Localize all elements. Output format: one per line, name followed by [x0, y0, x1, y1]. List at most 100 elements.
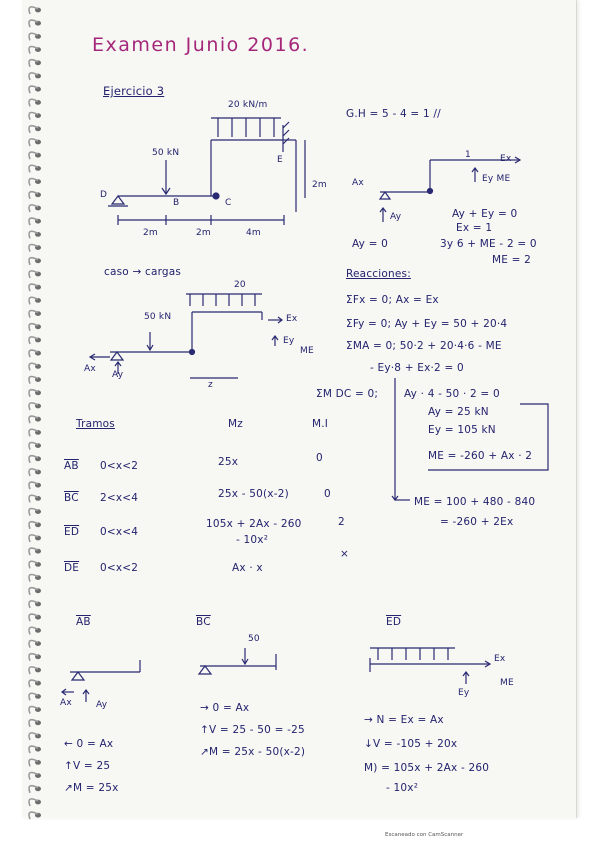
dist-load-label: 20 kN/m — [228, 100, 268, 110]
binding-ring — [28, 6, 39, 15]
fbd-big-dim: z — [208, 380, 213, 390]
reaction-line-6: Ay · 4 - 50 · 2 = 0 — [404, 388, 500, 400]
binding-ring — [28, 138, 39, 147]
reactions-heading: Reacciones: — [346, 268, 411, 280]
binding-ring — [28, 124, 39, 134]
row-name: BC — [64, 492, 79, 504]
span1-label: 2m — [143, 228, 158, 238]
row-range: 2<x<4 — [100, 492, 139, 504]
binding-ring — [28, 718, 39, 728]
section-ab-ay: Ay — [96, 700, 108, 710]
table-header-m: Mz — [228, 418, 243, 430]
binding-ring — [28, 204, 39, 213]
binding-ring — [28, 72, 39, 81]
row-range: 0<x<2 — [100, 562, 139, 574]
binding-ring — [28, 639, 39, 648]
binding-ring — [28, 534, 39, 543]
binding-ring — [28, 256, 39, 266]
section-bc-line-1: → 0 = Ax — [200, 702, 250, 714]
exercise-heading: Ejercicio 3 — [103, 84, 165, 98]
binding-ring — [28, 230, 39, 239]
section-bc-title: BC — [196, 616, 211, 628]
fbd-big-ey: Ey — [283, 336, 295, 346]
fbd-small-eq1: Ay + Ey = 0 — [452, 208, 518, 220]
reaction-line-10: ME = 100 + 480 - 840 — [414, 496, 536, 508]
point-load-label: 50 kN — [152, 148, 180, 158]
page-title: Examen Junio 2016. — [92, 34, 310, 56]
scanner-watermark: Escaneado con CamScanner — [385, 832, 464, 838]
row-m: 25x - 50(x-2) — [218, 488, 289, 500]
binding-ring — [28, 494, 39, 503]
binding-ring — [28, 349, 39, 358]
fbd-big-ax: Ax — [84, 364, 96, 374]
node-c-label: C — [225, 198, 232, 208]
binding-ring — [28, 692, 39, 701]
section-ed-title: ED — [386, 616, 402, 628]
binding-ring — [28, 507, 39, 516]
binding-ring — [28, 296, 39, 305]
spiral-binding — [28, 6, 41, 820]
binding-ring — [28, 177, 39, 186]
row-name: DE — [64, 562, 80, 574]
section-bc-line-2: ↑V = 25 - 50 = -25 — [200, 724, 305, 736]
binding-ring — [28, 388, 39, 398]
reaction-line-11: = -260 + 2Ex — [440, 516, 514, 528]
binding-ring — [28, 217, 39, 226]
binding-ring — [28, 270, 39, 279]
fbd-small-ay: Ay — [390, 212, 402, 222]
binding-ring — [28, 811, 39, 820]
notebook-page — [22, 0, 577, 818]
row-m: 25x — [218, 456, 239, 468]
binding-ring — [28, 375, 39, 384]
binding-ring — [28, 613, 39, 622]
binding-ring — [28, 441, 39, 450]
reaction-line-7: Ay = 25 kN — [428, 406, 489, 418]
fbd-small-eq5: ME = 2 — [492, 254, 532, 266]
fbd-small-ax: Ax — [352, 178, 364, 188]
row-mbar: × — [340, 548, 349, 560]
node-d-label: D — [100, 190, 108, 200]
fbd-big-load: 20 — [234, 280, 246, 290]
binding-ring — [28, 798, 39, 807]
binding-ring — [28, 309, 39, 318]
fbd-small-eq3: Ay = 0 — [352, 238, 389, 250]
binding-ring — [28, 111, 39, 120]
binding-ring — [28, 283, 39, 292]
section-ab-line-2: ↑V = 25 — [64, 760, 111, 772]
row-mbar: 0 — [324, 488, 331, 500]
section-ed-me: ME — [500, 678, 514, 688]
reaction-line-2: ΣFy = 0; Ay + Ey = 50 + 20·4 — [346, 318, 508, 330]
span3-label: 4m — [246, 228, 261, 238]
row-mbar: 2 — [338, 516, 345, 528]
fbd-big-ay: Ay — [112, 370, 124, 380]
binding-ring — [28, 243, 39, 252]
gh-equation: G.H = 5 - 4 = 1 // — [346, 108, 441, 120]
row-range: 0<x<4 — [100, 526, 139, 538]
section-ed-line-1: → N = Ex = Ax — [364, 714, 444, 726]
binding-ring — [28, 428, 39, 437]
binding-ring — [28, 85, 39, 94]
binding-ring — [28, 560, 39, 569]
table-header-tramos: Tramos — [76, 418, 115, 430]
binding-ring — [28, 679, 39, 688]
fbd-small-dist: 1 — [465, 150, 471, 160]
binding-ring — [28, 151, 39, 160]
row-mbar: 0 — [316, 452, 323, 464]
binding-ring — [28, 98, 39, 107]
binding-ring — [28, 705, 39, 714]
binding-ring — [28, 322, 39, 332]
reaction-line-4: - Ey·8 + Ex·2 = 0 — [370, 362, 464, 374]
binding-ring — [28, 520, 39, 530]
fbd-small-ey-me: Ey ME — [482, 174, 511, 184]
section-ed-line-2: ↓V = -105 + 20x — [364, 738, 458, 750]
row-range: 0<x<2 — [100, 460, 139, 472]
binding-ring — [28, 784, 39, 794]
node-b-label: B — [173, 198, 180, 208]
height-label: 2m — [312, 180, 327, 190]
binding-ring — [28, 652, 39, 662]
binding-ring — [28, 402, 39, 411]
reaction-line-9: ME = -260 + Ax · 2 — [428, 450, 533, 462]
binding-ring — [28, 164, 39, 173]
section-ed-ey: Ey — [458, 688, 470, 698]
